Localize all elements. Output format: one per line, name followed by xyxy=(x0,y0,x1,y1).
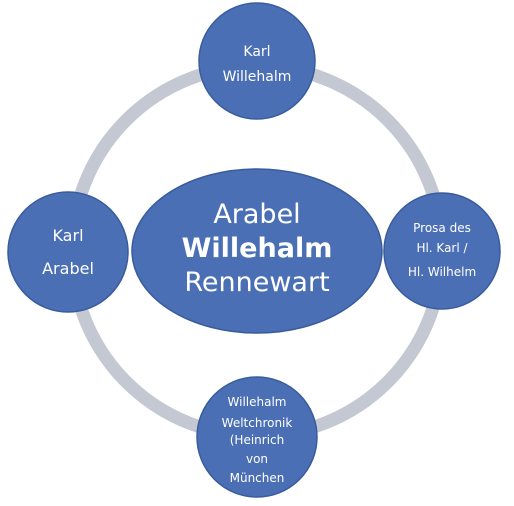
right-node-line2: Hl. Karl / xyxy=(416,241,468,255)
bottom-node-line4: von xyxy=(246,452,268,466)
top-node-line2: Willehalm xyxy=(223,69,292,85)
left-node-line2: Arabel xyxy=(42,259,94,278)
center-node: Arabel Willehalm Rennewart xyxy=(131,168,383,334)
top-node-line1: Karl xyxy=(243,44,270,60)
right-node-shape xyxy=(383,192,501,310)
top-node: Karl Willehalm xyxy=(198,2,316,120)
bottom-node-shape xyxy=(196,376,318,498)
left-node-shape xyxy=(7,191,129,313)
left-node-line1: Karl xyxy=(52,226,83,245)
bottom-node-line3: (Heinrich xyxy=(230,433,285,447)
bottom-node-line2: Weltchronik xyxy=(222,416,293,430)
right-node: Prosa des Hl. Karl / Hl. Wilhelm xyxy=(383,192,501,310)
left-node: Karl Arabel xyxy=(7,191,129,313)
bottom-node-line5: München xyxy=(230,471,285,485)
center-node-shape xyxy=(131,168,383,334)
center-node-line2: Willehalm xyxy=(182,233,333,264)
right-node-line3: Hl. Wilhelm xyxy=(408,265,476,279)
center-node-line3: Rennewart xyxy=(184,267,329,298)
center-node-line1: Arabel xyxy=(213,199,300,230)
top-node-shape xyxy=(198,2,316,120)
right-node-line1: Prosa des xyxy=(413,221,471,235)
bottom-node: Willehalm Weltchronik (Heinrich von Münc… xyxy=(196,376,318,498)
bottom-node-line1: Willehalm xyxy=(228,395,287,409)
